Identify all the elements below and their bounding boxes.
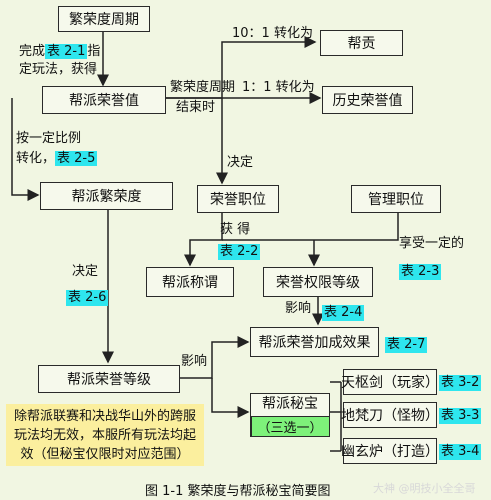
honor-rank-box: 荣誉权限等级	[263, 267, 373, 297]
label-convert: 转化，表 2-5	[16, 151, 98, 166]
label-decide-2: 决定	[72, 264, 99, 279]
ref-3-2: 表 3-2	[439, 375, 482, 391]
tianshu-box: 天枢剑（玩家）	[341, 369, 439, 395]
contribution-box: 帮贡	[320, 30, 403, 56]
manage-to-rank-arrow	[314, 213, 399, 241]
ref-2-6: 表 2-6	[66, 290, 109, 306]
level-to-treasure-arrow	[211, 378, 250, 418]
ref-2-7: 表 2-7	[385, 337, 428, 353]
treasure-to-options	[330, 382, 342, 451]
label-influence-1: 影响	[285, 301, 312, 316]
history-honor-box: 历史荣誉值	[322, 86, 413, 114]
label-assign-play: 定玩法，获得	[19, 62, 98, 77]
manage-position-box: 管理职位	[351, 185, 441, 213]
ref-2-2: 表 2-2	[218, 244, 261, 260]
label-cycle-end-1: 繁荣度周期	[170, 80, 236, 95]
level-to-bonus-arrow	[180, 336, 250, 379]
label-influence-2: 影响	[181, 354, 208, 369]
guild-prosperity-box: 帮派繁荣度	[40, 182, 173, 210]
honor-position-box: 荣誉职位	[197, 185, 279, 213]
honor-level-box: 帮派荣誉等级	[38, 365, 180, 393]
treasure-choice-badge: （三选一）	[250, 416, 330, 437]
ref-2-5: 表 2-5	[55, 151, 98, 166]
guild-honor-box: 帮派荣誉值	[42, 86, 166, 114]
label-decide-1: 决定	[227, 155, 254, 170]
difan-box: 地梵刀（怪物）	[341, 402, 439, 428]
position-branch	[184, 213, 223, 267]
honor-bonus-box: 帮派荣誉加成效果	[250, 327, 379, 357]
label-ratio-1: 1：1 转化为	[242, 80, 315, 95]
label-gain: 获 得	[220, 222, 251, 237]
honor-to-prosperity-arrow	[11, 98, 40, 201]
cycle-box: 繁荣度周期	[58, 6, 150, 32]
watermark: 大神 @明技小全全哥	[373, 482, 476, 495]
scope-note: 除帮派联赛和决战华山外的跨服玩法均无效，本服所有玩法均起效（但秘宝仅限时对应范围…	[6, 404, 204, 466]
label-enjoy: 享受一定的	[399, 236, 465, 251]
guild-treasure-box: 帮派秘宝 （三选一）	[250, 393, 330, 437]
ref-2-1: 表 2-1	[45, 44, 88, 59]
label-by-ratio: 按一定比例	[16, 131, 82, 146]
ref-3-4: 表 3-4	[439, 444, 482, 460]
guild-title-box: 帮派称谓	[146, 267, 234, 297]
ref-2-3: 表 2-3	[399, 264, 442, 280]
ref-2-4: 表 2-4	[322, 305, 365, 321]
ref-3-3: 表 3-3	[439, 408, 482, 424]
label-ratio-10: 10：1 转化为	[232, 26, 313, 41]
figure-caption: 图 1-1 繁荣度与帮派秘宝简要图	[145, 484, 331, 499]
label-cycle-end-2: 结束时	[176, 100, 216, 115]
youxuan-box: 幽玄炉（打造）	[341, 438, 439, 464]
